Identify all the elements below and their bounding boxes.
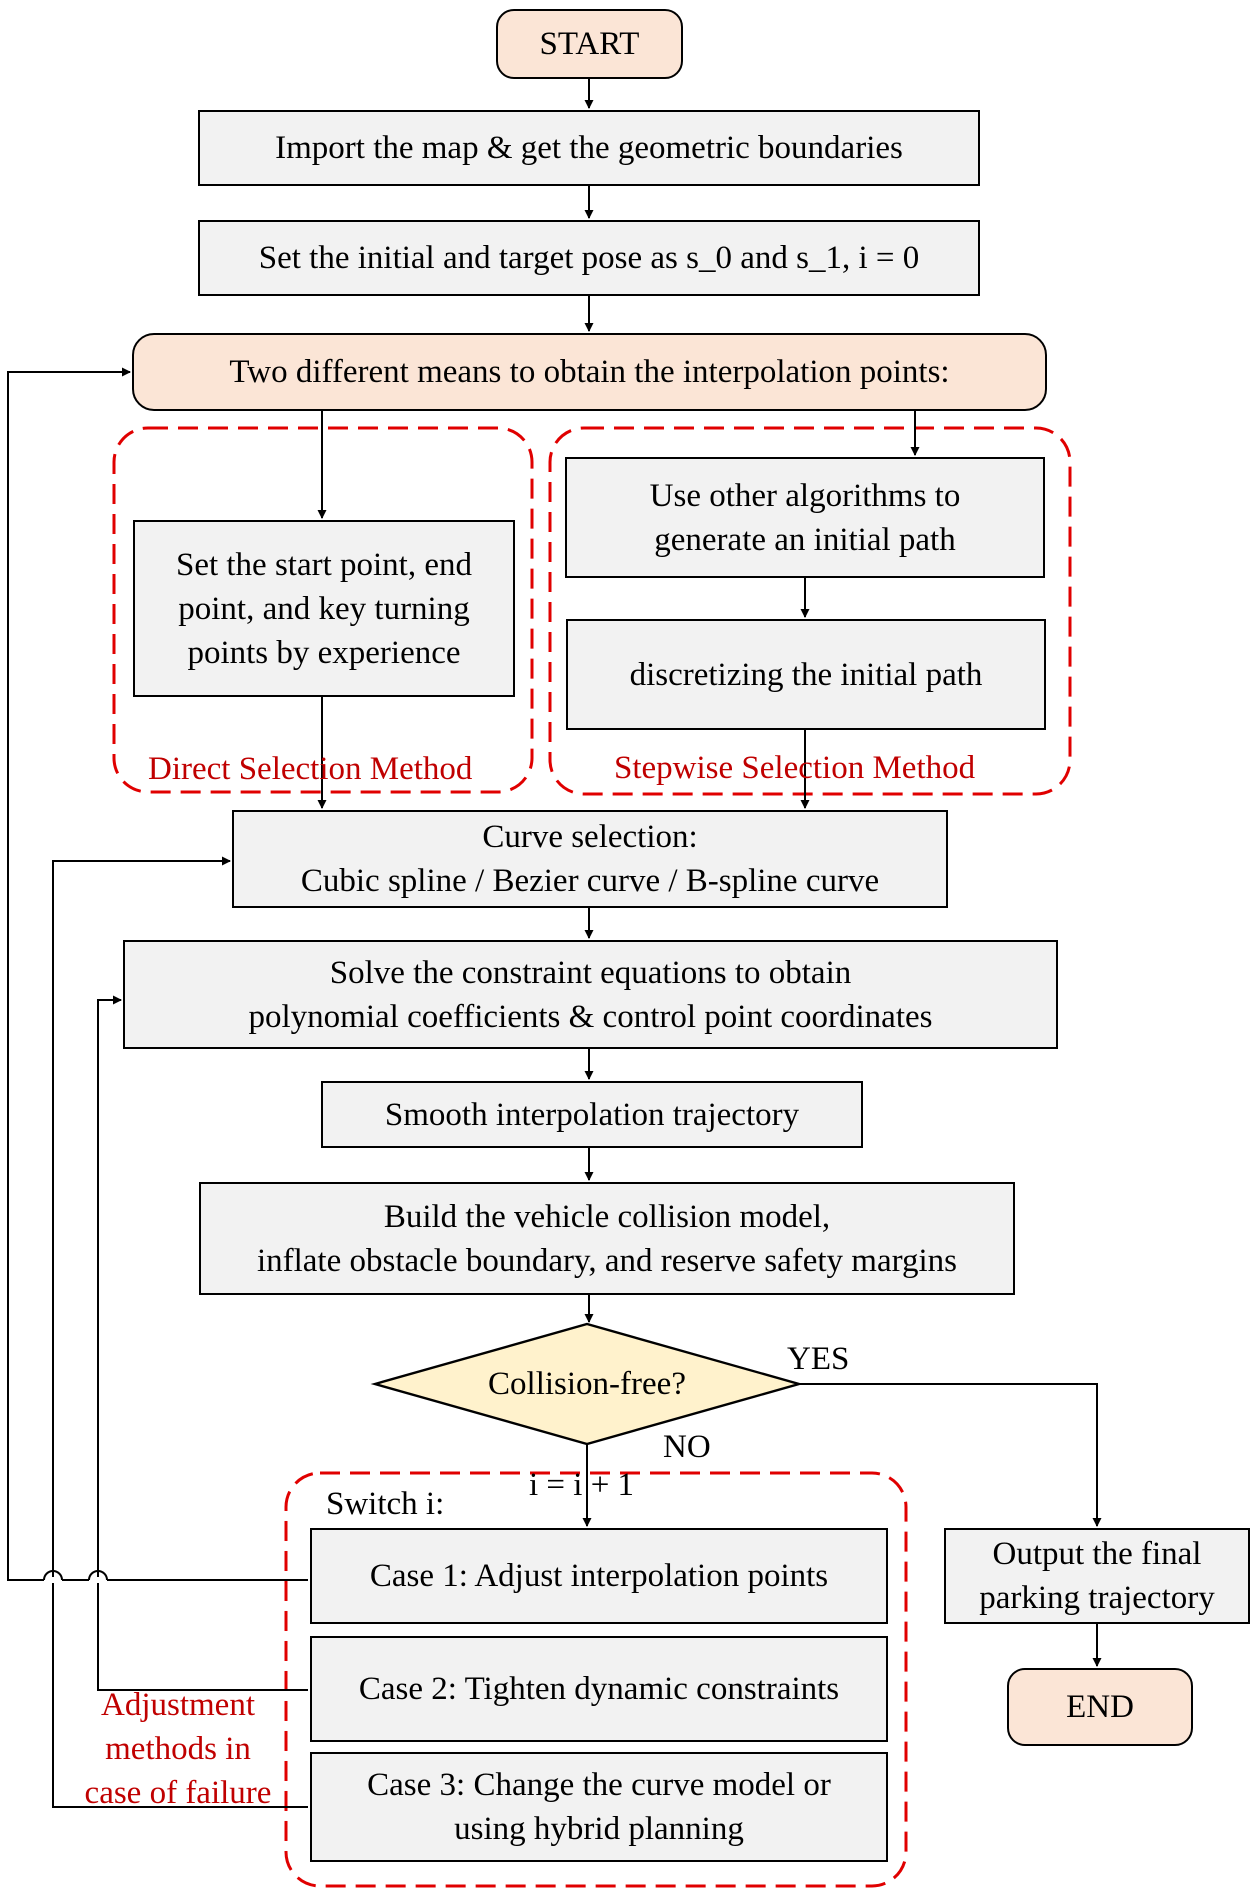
case3-line-1: Case 3: Change the curve model or <box>367 1767 831 1803</box>
direct-text-line-2: point, and key turning <box>178 590 470 627</box>
direct-selection-group-label: Direct Selection Method <box>148 751 473 787</box>
failure-group-line-1: Adjustment <box>101 1687 255 1723</box>
case2-step: Case 2: Tighten dynamic constraints <box>310 1636 888 1742</box>
end-terminal: END <box>1007 1668 1193 1746</box>
arrow-decision-yes-to-output <box>799 1383 1102 1527</box>
start-label: START <box>539 26 640 62</box>
case3-step: Case 3: Change the curve model or using … <box>310 1752 888 1862</box>
stepwise-selection-group-frame <box>548 426 1072 796</box>
crossing-hop-2 <box>88 1570 108 1581</box>
use-other-algorithms-step: Use other algorithms to generate an init… <box>565 457 1045 578</box>
solve-line-2: polynomial coefficients & control point … <box>248 998 933 1035</box>
stepwise-selection-group-label: Stepwise Selection Method <box>614 750 976 786</box>
case2-text: Case 2: Tighten dynamic constraints <box>358 1671 840 1707</box>
output-line-2: parking trajectory <box>979 1580 1215 1616</box>
import-map-step: Import the map & get the geometric bound… <box>198 110 980 186</box>
switch-label: Switch i: <box>326 1486 445 1522</box>
direct-selection-group-frame <box>112 426 534 794</box>
failure-group-line-3: case of failure <box>84 1775 272 1811</box>
curve-selection-line-1: Curve selection: <box>482 819 698 855</box>
case1-step: Case 1: Adjust interpolation points <box>310 1528 888 1624</box>
crossing-hop-1 <box>43 1570 63 1581</box>
case1-text: Case 1: Adjust interpolation points <box>369 1558 829 1594</box>
solve-line-1: Solve the constraint equations to obtain <box>329 954 852 991</box>
two-means-step: Two different means to obtain the interp… <box>132 333 1047 411</box>
failure-group-label: Adjustment methods in case of failure <box>58 1683 298 1815</box>
collision-model-line-2: inflate obstacle boundary, and reserve s… <box>256 1242 958 1279</box>
end-label: END <box>1066 1689 1134 1725</box>
start-terminal: START <box>496 9 683 79</box>
discretize-text: discretizing the initial path <box>629 656 983 693</box>
failure-adjustment-group-frame <box>284 1471 908 1888</box>
failure-group-line-2: methods in <box>105 1731 251 1767</box>
two-means-text: Two different means to obtain the interp… <box>229 354 950 390</box>
use-other-text-line-2: generate an initial path <box>654 521 956 558</box>
direct-text-line-1: Set the start point, end <box>175 546 473 583</box>
collision-model-line-1: Build the vehicle collision model, <box>383 1198 831 1235</box>
output-line-1: Output the final <box>992 1536 1202 1572</box>
import-map-text: Import the map & get the geometric bound… <box>275 130 903 166</box>
use-other-text-line-1: Use other algorithms to <box>649 477 961 514</box>
smooth-text: Smooth interpolation trajectory <box>384 1096 800 1133</box>
loop-case3-to-curve-selection <box>52 856 308 1808</box>
direct-text-line-3: points by experience <box>187 634 461 671</box>
collision-model-step: Build the vehicle collision model, infla… <box>199 1182 1015 1295</box>
curve-selection-step: Curve selection: Cubic spline / Bezier c… <box>232 810 948 908</box>
curve-selection-line-2: Cubic spline / Bezier curve / B-spline c… <box>300 863 880 899</box>
smooth-trajectory-step: Smooth interpolation trajectory <box>321 1081 863 1148</box>
output-trajectory-step: Output the final parking trajectory <box>944 1528 1250 1624</box>
set-pose-text: Set the initial and target pose as s_0 a… <box>258 240 920 276</box>
increment-label: i = i + 1 <box>529 1467 635 1503</box>
solve-constraints-step: Solve the constraint equations to obtain… <box>123 940 1058 1049</box>
loop-case1-to-two-means <box>7 367 308 1581</box>
discretize-path-step: discretizing the initial path <box>566 619 1046 730</box>
case3-line-2: using hybrid planning <box>454 1811 744 1847</box>
set-pose-step: Set the initial and target pose as s_0 a… <box>198 220 980 296</box>
direct-selection-step: Set the start point, end point, and key … <box>133 520 515 697</box>
no-label: NO <box>663 1429 711 1465</box>
yes-label: YES <box>787 1341 850 1377</box>
loop-case2-to-solve <box>97 995 308 1691</box>
decision-label: Collision-free? <box>488 1366 686 1402</box>
